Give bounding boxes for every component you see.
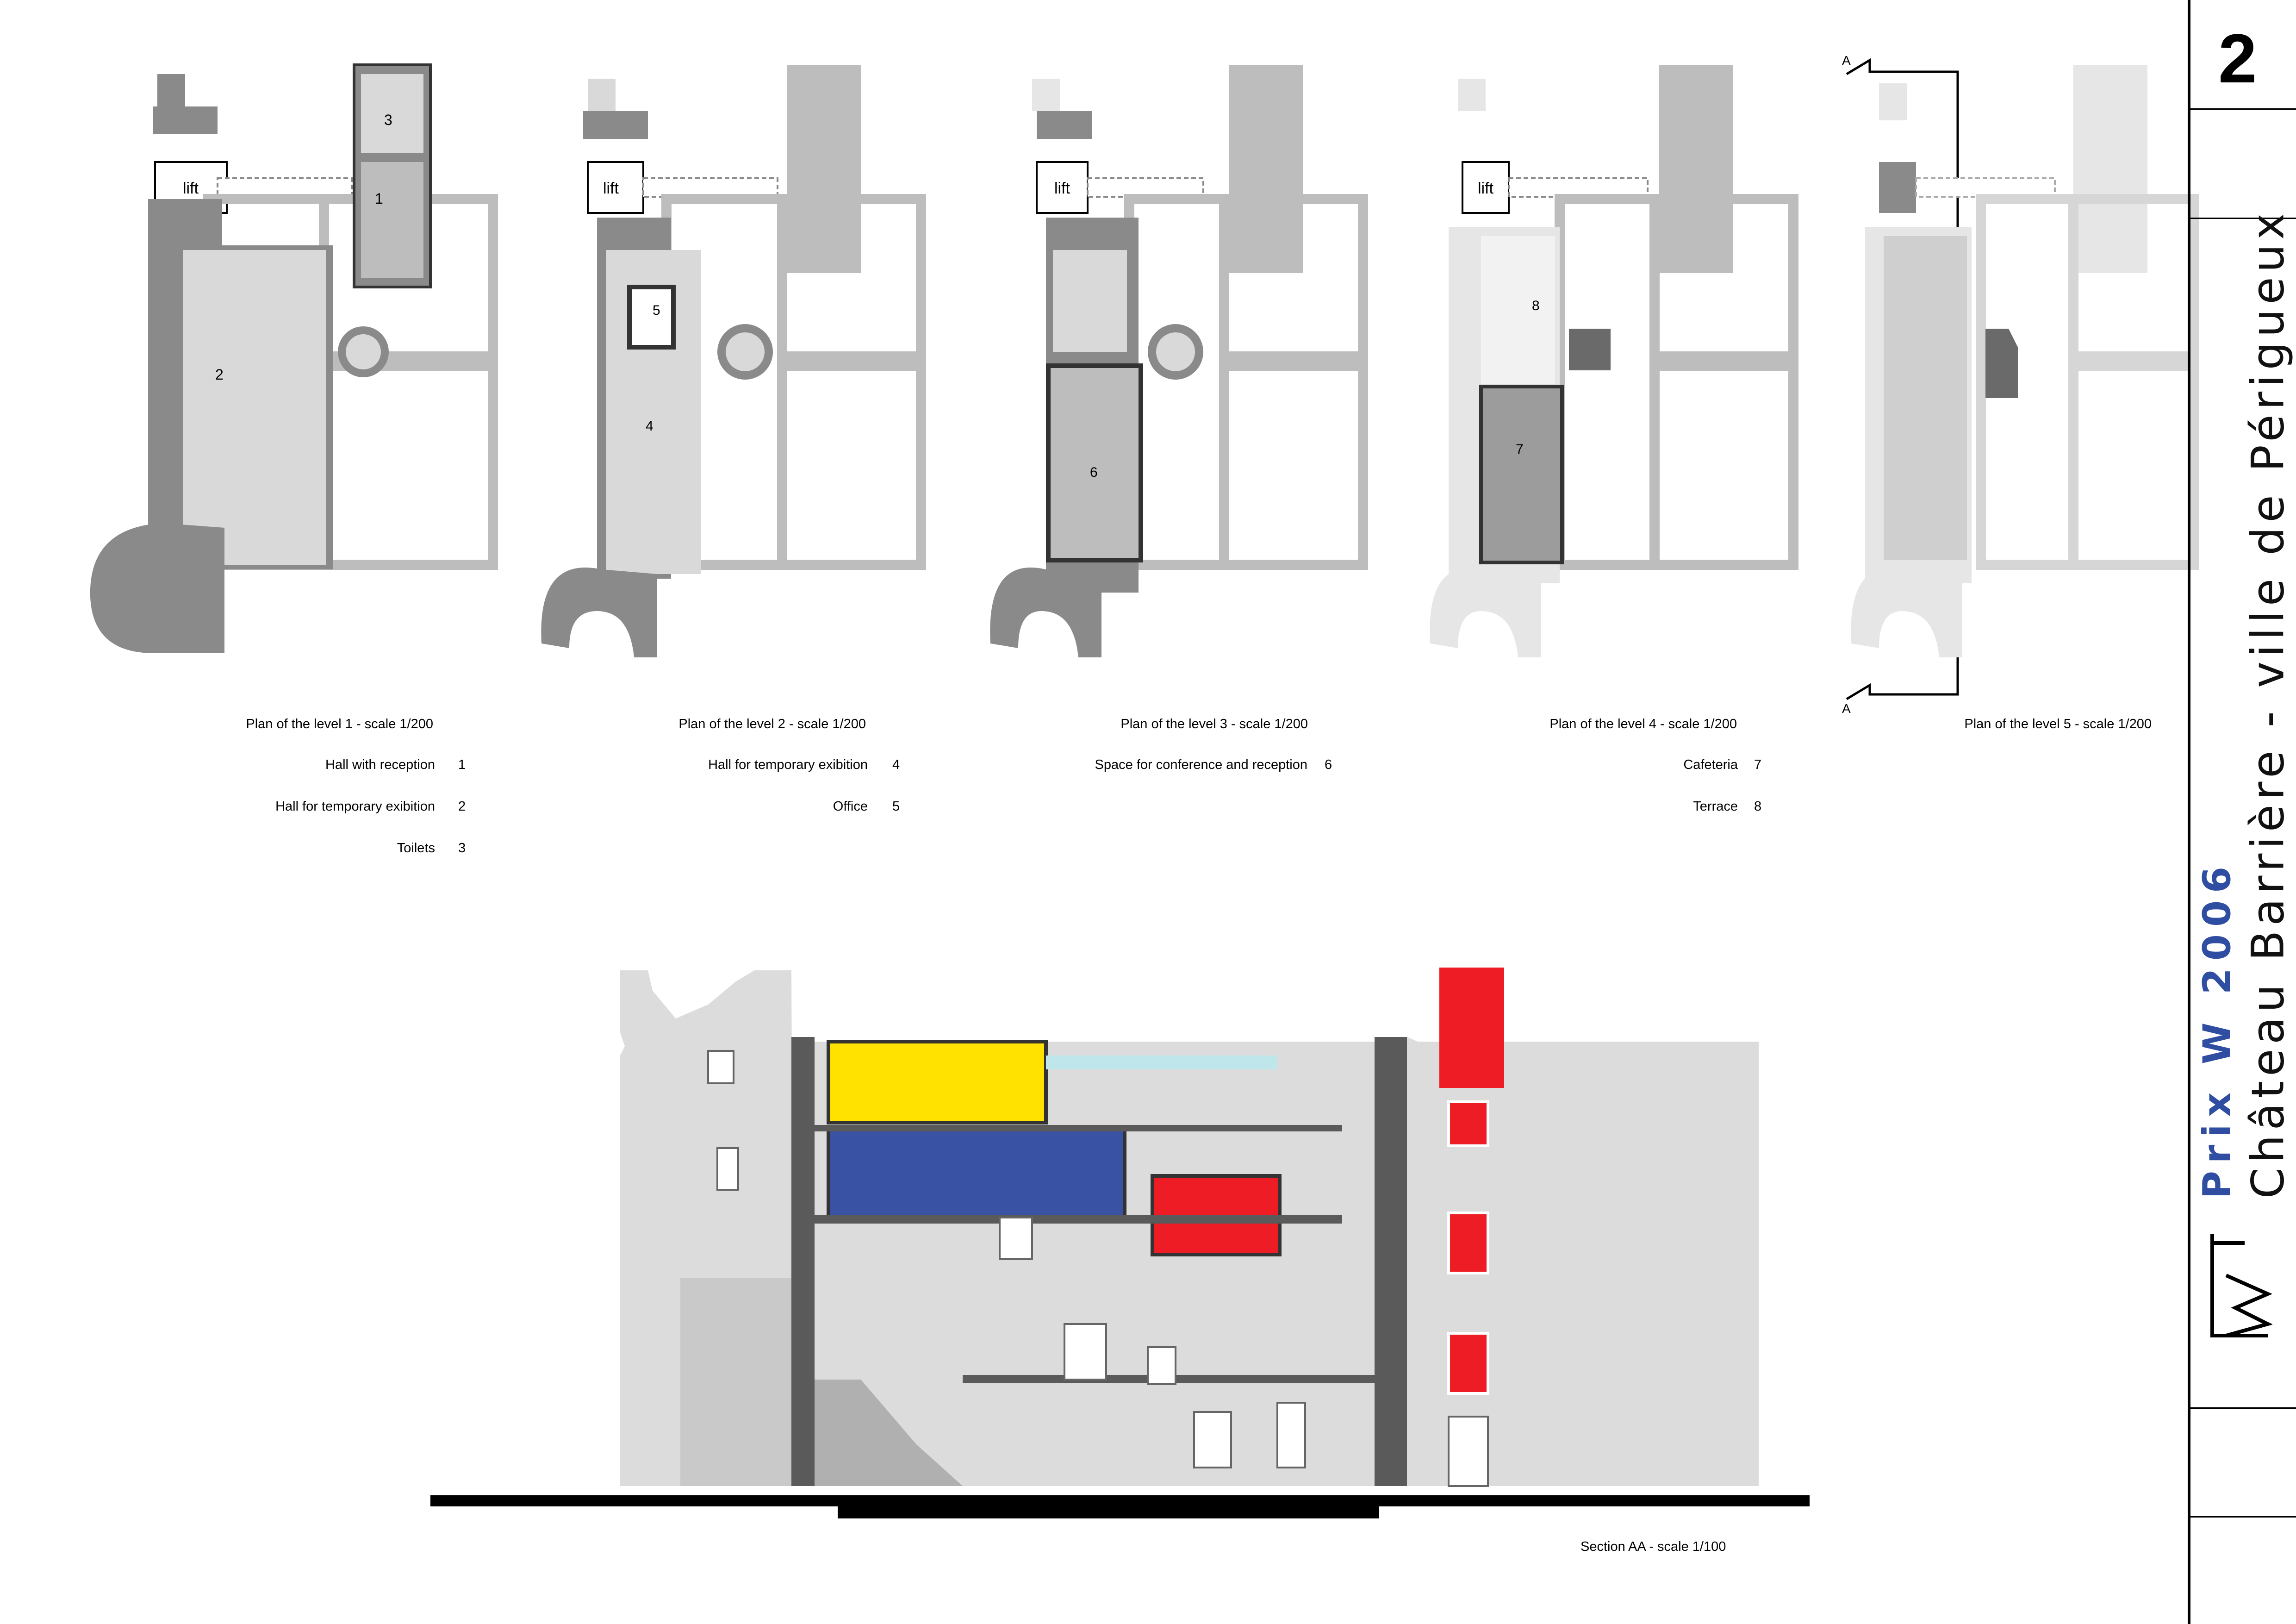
legend-label: Terrace: [1693, 799, 1738, 814]
plan-caption-level-2: Plan of the level 2 - scale 1/200: [678, 717, 866, 731]
project-title: Château Barrière - ville de Périgueux: [2242, 208, 2294, 1199]
divider: [2190, 1407, 2296, 1409]
lift-label: lift: [183, 180, 199, 197]
legend-num: 7: [1754, 757, 1762, 772]
legend-row: Cafeteria: [1574, 757, 1738, 774]
plan-level-1: lift 3 1 2: [90, 63, 498, 653]
plan-level-3: lift 6: [990, 65, 1368, 657]
lift-shaft: [1879, 162, 1916, 213]
legend-label: Hall with reception: [325, 757, 435, 772]
legend-label: Toilets: [397, 841, 435, 856]
section-hall-blue: [827, 1128, 1126, 1222]
legend-num: 1: [458, 757, 466, 772]
legend-num: 6: [1325, 757, 1332, 772]
legend-num: 4: [892, 757, 900, 772]
plan-level-4: lift 8 7: [1430, 65, 1798, 657]
room-7: 7: [1516, 442, 1524, 457]
lift-box: [587, 161, 644, 214]
legend-label: Office: [833, 799, 868, 814]
title-sidebar: 2 Prix W 2006 Château Barrière - ville d…: [2188, 0, 2296, 1624]
room-5: 5: [653, 303, 660, 318]
plan-caption-level-4: Plan of the level 4 - scale 1/200: [1549, 717, 1737, 731]
legend-label: Hall for temporary exibition: [275, 799, 435, 814]
lift-box: [1036, 161, 1089, 214]
logo-icon: [2210, 1234, 2272, 1337]
lift-label: lift: [1478, 180, 1494, 197]
legend-row: Hall for temporary exibition: [648, 757, 868, 774]
divider: [2190, 108, 2296, 110]
lift-label: lift: [1054, 180, 1070, 197]
vertical-title: Prix W 2006 Château Barrière - ville de …: [2196, 209, 2294, 1199]
section-marker: A: [1842, 701, 1851, 713]
room-2: 2: [215, 366, 224, 383]
legend-num: 8: [1754, 799, 1762, 814]
lift-label: lift: [603, 180, 619, 197]
lift-box: [1462, 161, 1510, 214]
legend-label: Cafeteria: [1683, 757, 1738, 772]
plan-level-2: lift 5 4: [541, 65, 926, 657]
legend-row: Hall with reception: [278, 757, 435, 774]
legend-label: Hall for temporary exibition: [708, 757, 868, 772]
legend-num: 2: [458, 799, 466, 814]
section-aa: [430, 968, 1810, 1518]
plan-caption-level-1: Plan of the level 1 - scale 1/200: [246, 717, 433, 731]
plan-caption-level-5: Plan of the level 5 - scale 1/200: [1964, 717, 2152, 731]
section-caption: Section AA - scale 1/100: [1580, 1539, 1726, 1554]
legend-row: Office: [740, 799, 868, 816]
room-1: 1: [375, 190, 383, 207]
room-6: 6: [1090, 465, 1098, 480]
divider: [2190, 218, 2296, 219]
legend-num: 3: [458, 841, 466, 856]
divider: [2190, 1516, 2296, 1518]
room-8: 8: [1532, 298, 1540, 313]
legend-row: Terrace: [1574, 799, 1738, 816]
plan-caption-level-3: Plan of the level 3 - scale 1/200: [1120, 717, 1308, 731]
legend-label: Space for conference and reception: [1095, 757, 1307, 772]
legend-row: Space for conference and reception: [1018, 757, 1307, 774]
section-marker: A: [1842, 53, 1851, 68]
room-4: 4: [646, 418, 653, 434]
section-terrace-yellow: [827, 1040, 1048, 1124]
section-tower-red: [1439, 968, 1504, 1088]
sheet-number: 2: [2218, 19, 2257, 97]
room-3: 3: [384, 112, 392, 128]
prize-label: Prix W 2006: [2195, 859, 2240, 1199]
legend-row: Toilets: [324, 841, 435, 857]
legend-row: Hall for temporary exibition: [231, 799, 435, 816]
plan-level-5: A A: [1842, 53, 2199, 713]
legend-num: 5: [892, 799, 900, 814]
